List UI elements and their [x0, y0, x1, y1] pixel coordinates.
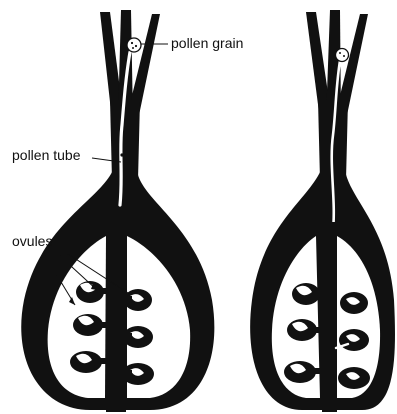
right-ovules-right-column	[338, 292, 370, 389]
left-pistil	[21, 10, 214, 412]
right-pistil	[250, 10, 395, 412]
right-pollen-grain	[336, 49, 349, 62]
left-ovules-right-column	[122, 289, 154, 385]
ovules-label: ovules	[12, 233, 52, 249]
left-central-placenta	[106, 222, 126, 412]
left-pollen-grain	[127, 38, 141, 52]
right-central-placenta	[322, 222, 337, 412]
left-style	[110, 100, 140, 180]
pollen-grain-label: pollen grain	[171, 35, 243, 51]
pollen-tube-label: pollen tube	[12, 147, 81, 163]
